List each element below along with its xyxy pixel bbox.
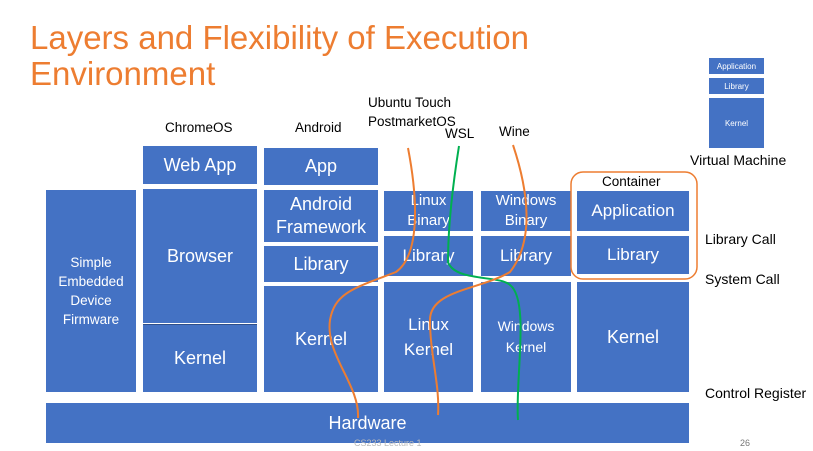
label-chromeos: ChromeOS xyxy=(165,120,233,135)
label-system-call: System Call xyxy=(705,271,780,287)
container-kernel-label: Kernel xyxy=(606,326,660,347)
slide-title: Layers and Flexibility of Execution Envi… xyxy=(30,20,529,92)
container-outline xyxy=(570,171,698,280)
windows-kernel-line-1: Windows xyxy=(497,318,555,334)
block-android-framework: Android Framework xyxy=(264,190,378,242)
label-ubuntu-touch: Ubuntu Touch xyxy=(368,95,452,110)
embedded-line-4: Firmware xyxy=(62,312,120,327)
vm-kernel: Kernel xyxy=(709,98,764,148)
page-number: 26 xyxy=(740,438,751,448)
label-wsl: WSL xyxy=(445,126,475,141)
block-windows-kernel: Windows Kernel xyxy=(481,282,571,392)
block-web-app: Web App xyxy=(143,146,257,184)
block-container-kernel: Kernel xyxy=(577,282,689,392)
block-app: App xyxy=(264,148,378,185)
label-android: Android xyxy=(295,120,342,135)
wine-path xyxy=(428,144,528,416)
embedded-line-2: Embedded xyxy=(58,274,124,289)
vm-library-label: Library xyxy=(724,81,749,91)
label-container: Container xyxy=(602,174,661,189)
embedded-line-1: Simple xyxy=(70,255,112,270)
block-linux-library: Library xyxy=(384,236,473,276)
label-control-register: Control Register xyxy=(705,385,807,401)
linux-library-label: Library xyxy=(402,246,455,265)
android-kernel-label: Kernel xyxy=(294,328,348,349)
android-library-label: Library xyxy=(293,253,349,274)
linux-kernel-line-2: Kernel xyxy=(403,340,454,359)
chromeos-kernel-label: Kernel xyxy=(173,348,227,368)
linux-kernel-line-1: Linux xyxy=(408,315,449,334)
block-linux-binary: Linux Binary xyxy=(384,191,473,231)
ubuntu-touch-path xyxy=(328,147,417,419)
title-line-1: Layers and Flexibility of Execution xyxy=(30,19,529,56)
block-linux-kernel: Linux Kernel xyxy=(384,282,473,392)
block-container-application: Application xyxy=(577,191,689,231)
android-framework-line-2: Framework xyxy=(275,217,366,237)
web-app-label: Web App xyxy=(163,154,237,175)
block-android-library: Library xyxy=(264,246,378,282)
label-library-call: Library Call xyxy=(705,231,776,247)
linux-binary-line-1: Linux xyxy=(410,192,447,209)
block-simple-embedded-firmware: Simple Embedded Device Firmware xyxy=(46,190,136,392)
vm-application: Application xyxy=(709,58,764,74)
label-postmarketos: PostmarketOS xyxy=(368,114,456,129)
block-hardware: Hardware xyxy=(46,403,689,443)
container-application-label: Application xyxy=(591,201,675,220)
hardware-label: Hardware xyxy=(328,412,407,433)
label-wine: Wine xyxy=(499,124,530,139)
block-chromeos-kernel: Kernel xyxy=(143,324,257,392)
container-library-label: Library xyxy=(607,245,659,264)
vm-library: Library xyxy=(709,78,764,94)
browser-label: Browser xyxy=(166,245,233,266)
windows-kernel-line-2: Kernel xyxy=(505,339,547,355)
block-windows-library: Library xyxy=(481,236,571,276)
title-line-2: Environment xyxy=(30,55,216,92)
block-container-library: Library xyxy=(577,236,689,274)
embedded-line-3: Device xyxy=(70,293,112,308)
android-framework-line-1: Android xyxy=(289,194,353,214)
windows-library-label: Library xyxy=(500,246,552,265)
footer-course: CS233 Lecture 1 xyxy=(354,438,422,448)
linux-binary-line-2: Binary xyxy=(407,212,450,229)
vm-kernel-label: Kernel xyxy=(724,118,749,128)
block-browser: Browser xyxy=(143,189,257,323)
wsl-path xyxy=(446,145,522,421)
app-label: App xyxy=(304,156,338,176)
label-virtual-machine: Virtual Machine xyxy=(690,152,787,168)
block-android-kernel: Kernel xyxy=(264,286,378,392)
vm-application-label: Application xyxy=(716,61,757,71)
